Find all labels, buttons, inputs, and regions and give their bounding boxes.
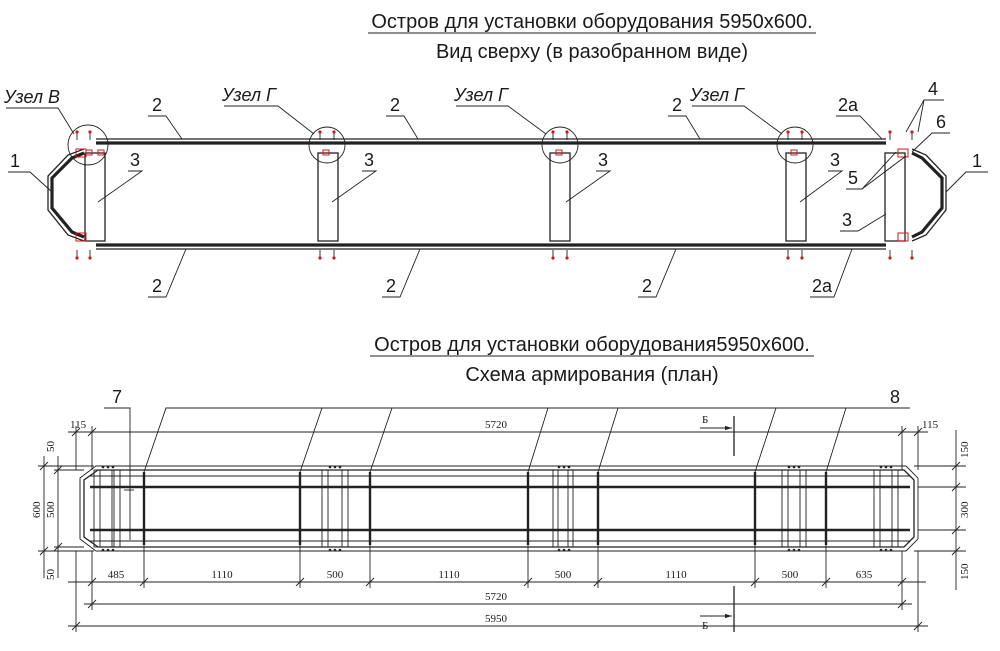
node-label-v: Узел В bbox=[3, 87, 60, 107]
top-node-circles bbox=[67, 124, 814, 166]
dim-left-500: 500 bbox=[45, 501, 57, 518]
plan-view-title-line1: Остров для установки оборудования5950х60… bbox=[374, 334, 810, 356]
dim-b-500-b: 500 bbox=[555, 569, 572, 581]
dim-b-5720: 5720 bbox=[485, 591, 508, 603]
mark-2-bot-1: 2 bbox=[152, 276, 162, 296]
dim-left-50-top: 50 bbox=[45, 441, 57, 453]
plan-position-marks: 7 8 bbox=[104, 387, 910, 540]
mark-8: 8 bbox=[890, 387, 900, 407]
plan-view-title-line2: Схема армирования (план) bbox=[465, 364, 718, 386]
mark-2-bot-3: 2 bbox=[642, 276, 652, 296]
dim-b-485: 485 bbox=[108, 569, 125, 581]
mark-3-4: 3 bbox=[830, 150, 840, 170]
top-view-title-line2: Вид сверху (в разобранном виде) bbox=[436, 41, 748, 63]
plan-stirrup-cages bbox=[93, 469, 899, 548]
dim-b-1110-b: 1110 bbox=[438, 569, 460, 581]
dim-right-150-bottom: 150 bbox=[959, 563, 971, 580]
dim-left-50-bottom: 50 bbox=[45, 569, 57, 581]
mark-3-1: 3 bbox=[130, 150, 140, 170]
top-weld-marks bbox=[75, 148, 909, 242]
mark-6: 6 bbox=[936, 112, 946, 132]
plan-section-marks: Б Б bbox=[700, 414, 735, 632]
dim-right-300: 300 bbox=[959, 501, 971, 518]
top-node-labels: Узел В Узел Г Узел Г Узел Г bbox=[3, 85, 783, 135]
top-view: Остров для установки оборудования 5950х6… bbox=[3, 11, 988, 298]
plan-view: Остров для установки оборудования5950х60… bbox=[31, 334, 971, 632]
mark-2-bot-2: 2 bbox=[386, 276, 396, 296]
plan-weld-dots bbox=[101, 465, 893, 552]
dim-left-600: 600 bbox=[31, 501, 43, 518]
dim-b-1110-a: 1110 bbox=[211, 569, 233, 581]
top-stirrups bbox=[84, 152, 906, 242]
mark-3-5: 3 bbox=[842, 210, 852, 230]
plan-transverse-bars bbox=[142, 472, 828, 545]
plan-outline bbox=[79, 465, 919, 552]
node-label-g1: Узел Г bbox=[221, 85, 277, 105]
mark-2-top-1: 2 bbox=[152, 95, 162, 115]
mark-2-top-3: 2 bbox=[672, 95, 682, 115]
plan-dims-top: 115 5720 115 bbox=[68, 419, 939, 470]
dim-top-left-115: 115 bbox=[70, 419, 87, 431]
dim-b-1110-c: 1110 bbox=[665, 569, 687, 581]
dim-top-right-115: 115 bbox=[922, 419, 939, 431]
mark-4: 4 bbox=[928, 79, 938, 99]
mark-5: 5 bbox=[848, 168, 858, 188]
dim-b-5950: 5950 bbox=[485, 613, 508, 625]
plan-longitudinal-bars bbox=[90, 475, 910, 542]
node-label-g3: Узел Г bbox=[689, 85, 745, 105]
section-mark-top: Б bbox=[702, 414, 708, 426]
node-label-g2: Узел Г bbox=[453, 85, 509, 105]
dim-b-635: 635 bbox=[856, 569, 873, 581]
dim-b-500-c: 500 bbox=[782, 569, 799, 581]
mark-2a-top: 2а bbox=[838, 95, 859, 115]
plan-dims-left: 50 500 600 50 bbox=[31, 441, 94, 581]
top-section-ticks bbox=[75, 130, 914, 260]
mark-1-right: 1 bbox=[972, 151, 982, 171]
plan-dims-bottom: 485 1110 500 1110 500 1110 500 635 5720 … bbox=[68, 545, 928, 632]
plan-dims-right: 150 300 150 bbox=[914, 430, 971, 590]
top-position-marks: 1 1 2 2 2 2а 2 2 2 2а 3 3 3 bbox=[8, 79, 988, 298]
mark-7: 7 bbox=[112, 387, 122, 407]
top-longitudinal-bars bbox=[96, 138, 886, 250]
dim-b-500-a: 500 bbox=[327, 569, 344, 581]
mark-2a-bot: 2а bbox=[812, 276, 833, 296]
mark-1-left: 1 bbox=[10, 151, 20, 171]
mark-2-top-2: 2 bbox=[390, 95, 400, 115]
dim-right-150-top: 150 bbox=[959, 441, 971, 458]
mark-3-3: 3 bbox=[598, 150, 608, 170]
top-end-bars bbox=[47, 148, 947, 242]
dim-top-5720: 5720 bbox=[485, 419, 508, 431]
top-view-title-line1: Остров для установки оборудования 5950х6… bbox=[371, 11, 812, 33]
mark-3-2: 3 bbox=[364, 150, 374, 170]
